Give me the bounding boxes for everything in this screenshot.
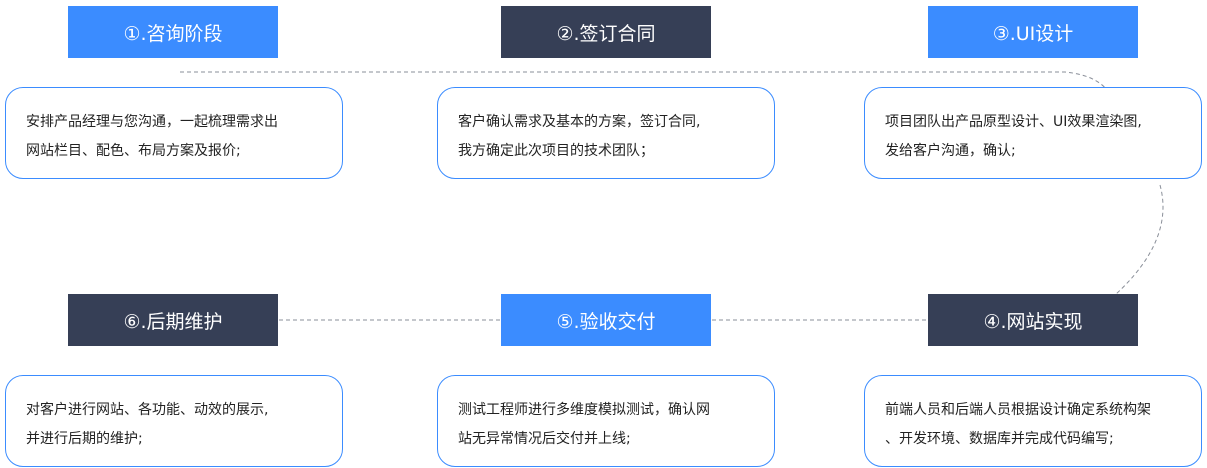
stage-6-title: ⑥.后期维护 bbox=[68, 294, 278, 346]
stage-1-description: 安排产品经理与您沟通，一起梳理需求出 网站栏目、配色、布局方案及报价; bbox=[5, 87, 343, 179]
stage-5-description: 测试工程师进行多维度模拟测试，确认网 站无异常情况后交付并上线; bbox=[437, 375, 775, 467]
connector-right-side-curve bbox=[1114, 184, 1164, 296]
stage-4-description: 前端人员和后端人员根据设计确定系统构架 、开发环境、数据库并完成代码编写; bbox=[864, 375, 1202, 467]
stage-3-description: 项目团队出产品原型设计、UI效果渲染图, 发给客户沟通，确认; bbox=[864, 87, 1202, 179]
stage-4-title: ④.网站实现 bbox=[928, 294, 1138, 346]
stage-3-title: ③.UI设计 bbox=[928, 6, 1138, 58]
stage-2-description: 客户确认需求及基本的方案，签订合同, 我方确定此次项目的技术团队； bbox=[437, 87, 775, 179]
stage-2-title: ②.签订合同 bbox=[501, 6, 711, 58]
stage-1-title: ①.咨询阶段 bbox=[68, 6, 278, 58]
stage-6-description: 对客户进行网站、各功能、动效的展示, 并进行后期的维护; bbox=[5, 375, 343, 467]
stage-5-title: ⑤.验收交付 bbox=[501, 294, 711, 346]
